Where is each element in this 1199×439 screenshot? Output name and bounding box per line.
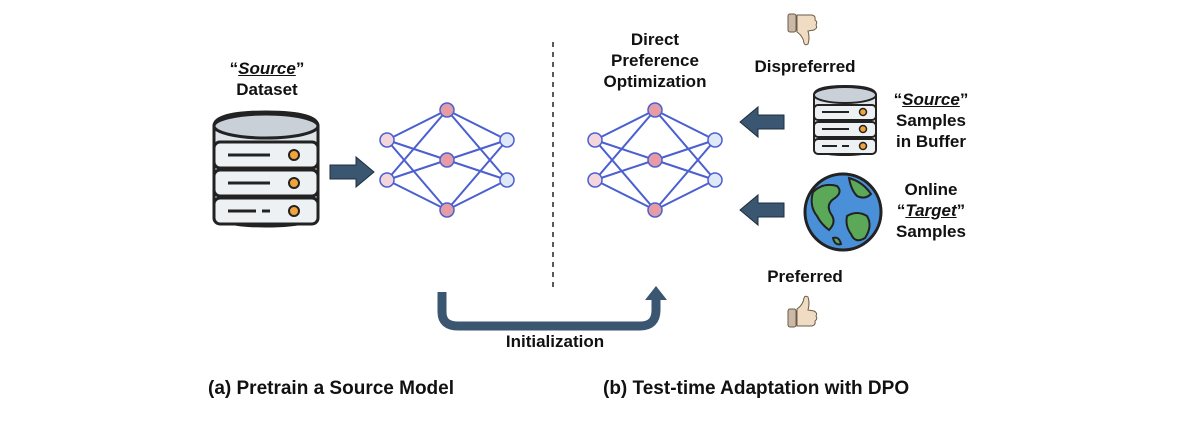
arrow-icon <box>329 156 375 188</box>
thumbs-down-icon <box>787 13 818 46</box>
preferred-label: Preferred <box>767 267 843 286</box>
initialization-label: Initialization <box>505 332 605 351</box>
caption-b: (b) Test-time Adaptation with DPO <box>603 378 910 399</box>
arrow-icon <box>739 194 785 226</box>
dpo-label: Direct Preference Optimization <box>603 30 707 91</box>
arrow-icon <box>739 106 785 138</box>
source-samples-label: “Source” Samples in Buffer <box>893 90 969 151</box>
initialization-arrow <box>437 292 661 331</box>
database-icon <box>813 84 877 157</box>
dispreferred-label: Dispreferred <box>754 57 856 76</box>
thumbs-up-icon <box>787 295 818 328</box>
target-samples-label: Online “Target” Samples <box>896 180 966 241</box>
globe-icon <box>803 172 883 252</box>
caption-a: (a) Pretrain a Source Model <box>208 378 455 399</box>
arrow-icon <box>645 286 667 300</box>
database-icon <box>212 110 320 228</box>
dataset-label: “Source” Dataset <box>229 59 305 99</box>
neural-network-icon <box>587 102 723 218</box>
neural-network-icon <box>379 102 515 218</box>
